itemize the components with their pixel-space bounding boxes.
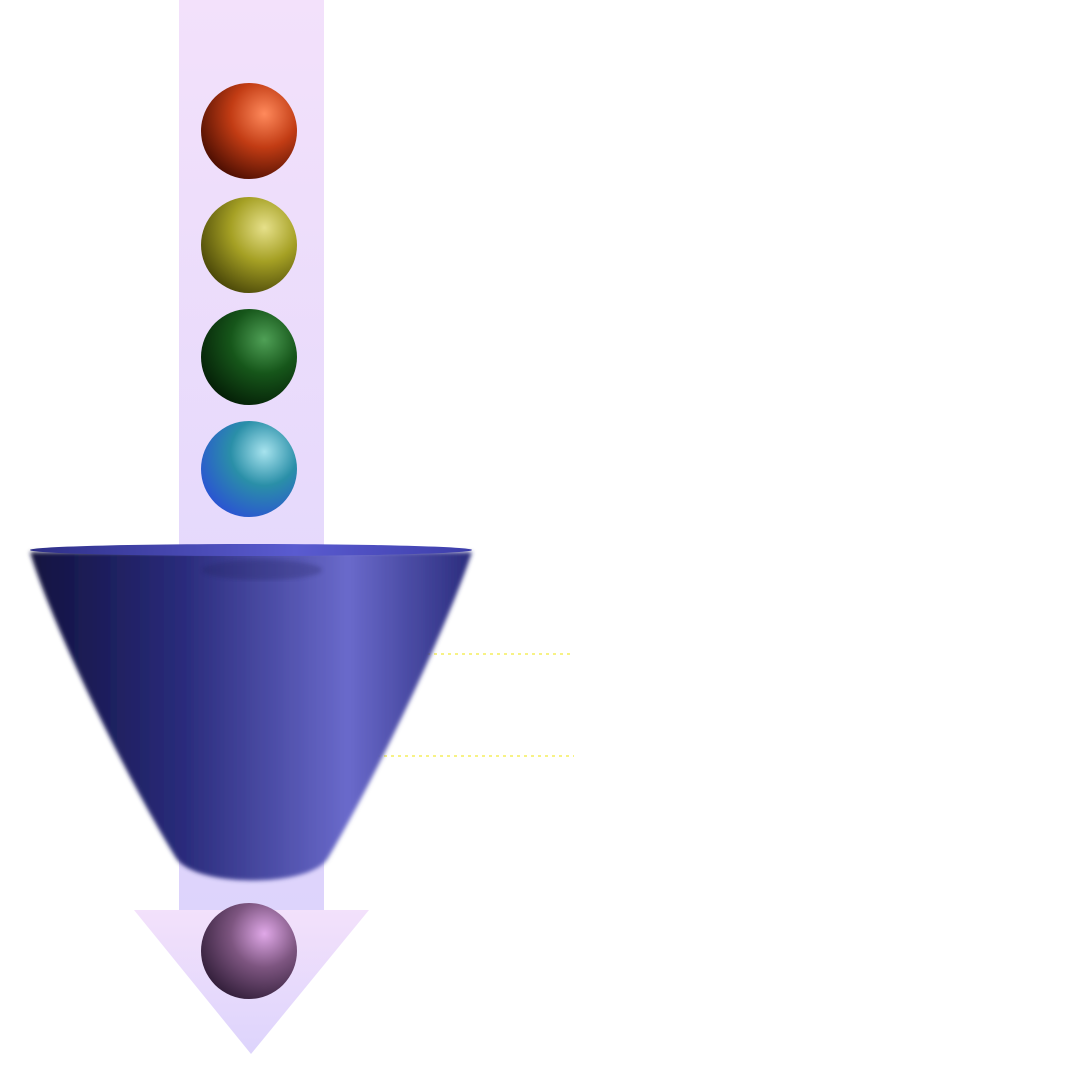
- funnel-rim: [30, 544, 472, 556]
- funnel: [30, 544, 472, 881]
- olive-sphere: [201, 197, 297, 293]
- funnel-body: [30, 552, 472, 881]
- input-spheres: [201, 83, 297, 517]
- leader-lines: [370, 653, 574, 757]
- purple-sphere: [201, 903, 297, 999]
- output-sphere-group: [201, 903, 297, 999]
- funnel-rim-shade: [202, 560, 322, 580]
- teal-blue-sphere: [201, 421, 297, 517]
- red-sphere: [201, 83, 297, 179]
- green-sphere: [201, 309, 297, 405]
